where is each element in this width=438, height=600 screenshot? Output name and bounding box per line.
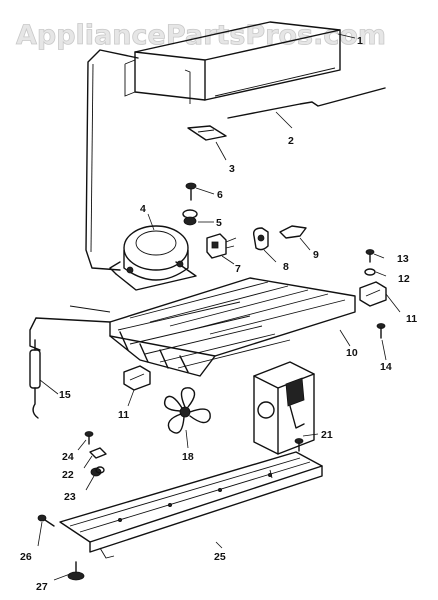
callout-21: 21 bbox=[321, 429, 333, 441]
callout-14: 14 bbox=[380, 361, 392, 373]
callout-22: 22 bbox=[62, 469, 74, 481]
part-6-screw bbox=[185, 182, 197, 201]
fan-motor-shroud bbox=[253, 361, 315, 455]
capillary-tube bbox=[85, 49, 139, 271]
callout-26: 26 bbox=[20, 551, 32, 563]
part-7-relay bbox=[206, 233, 237, 259]
leader-lines bbox=[37, 33, 401, 581]
callout-24: 24 bbox=[62, 451, 74, 463]
watermark: AppliancePartsPros.com bbox=[16, 20, 386, 51]
part-10-condenser-coil bbox=[29, 277, 356, 377]
callout-6: 6 bbox=[217, 189, 223, 201]
part-23-grommet bbox=[90, 466, 105, 477]
part-15-filter-drier bbox=[29, 339, 41, 419]
callout-11-right: 11 bbox=[406, 313, 417, 325]
part-9-clip bbox=[279, 225, 307, 239]
part-24-screw bbox=[84, 431, 94, 445]
part-26-screw bbox=[37, 514, 55, 527]
part-11-bracket-left bbox=[123, 365, 151, 391]
callout-15: 15 bbox=[59, 389, 71, 401]
part-18-fan-blade bbox=[163, 387, 211, 434]
callout-8: 8 bbox=[283, 261, 289, 273]
callout-7: 7 bbox=[235, 263, 241, 275]
part-8-overload bbox=[252, 227, 269, 251]
callout-4: 4 bbox=[140, 203, 146, 215]
part-3-bracket bbox=[187, 125, 227, 141]
callout-11-left: 11 bbox=[118, 409, 129, 421]
part-21-screw bbox=[294, 438, 304, 452]
part-13-screw bbox=[365, 249, 375, 263]
callout-labels: 1 2 3 4 5 6 7 8 9 10 11 11 12 13 14 15 1… bbox=[20, 35, 417, 593]
part-14-screw bbox=[376, 323, 386, 339]
callout-12: 12 bbox=[398, 273, 410, 285]
part-5-grommet bbox=[182, 209, 198, 226]
callout-25: 25 bbox=[214, 551, 226, 563]
callout-27: 27 bbox=[36, 581, 48, 593]
part-25-base-rail bbox=[59, 451, 323, 559]
part-11-bracket-right bbox=[359, 281, 387, 307]
callout-13: 13 bbox=[397, 253, 409, 265]
part-1-drip-tray bbox=[124, 21, 341, 104]
callout-1: 1 bbox=[357, 35, 363, 47]
callout-5: 5 bbox=[216, 217, 222, 229]
callout-18: 18 bbox=[182, 451, 194, 463]
callout-10: 10 bbox=[346, 347, 358, 359]
callout-9: 9 bbox=[313, 249, 319, 261]
part-12-washer bbox=[364, 268, 376, 276]
callout-23: 23 bbox=[64, 491, 76, 503]
part-27-leveling-foot bbox=[67, 561, 85, 581]
part-4-compressor bbox=[109, 225, 197, 291]
part-2-rod bbox=[227, 87, 386, 119]
callout-2: 2 bbox=[288, 135, 294, 147]
part-22-clip bbox=[89, 447, 107, 459]
callout-3: 3 bbox=[229, 163, 235, 175]
